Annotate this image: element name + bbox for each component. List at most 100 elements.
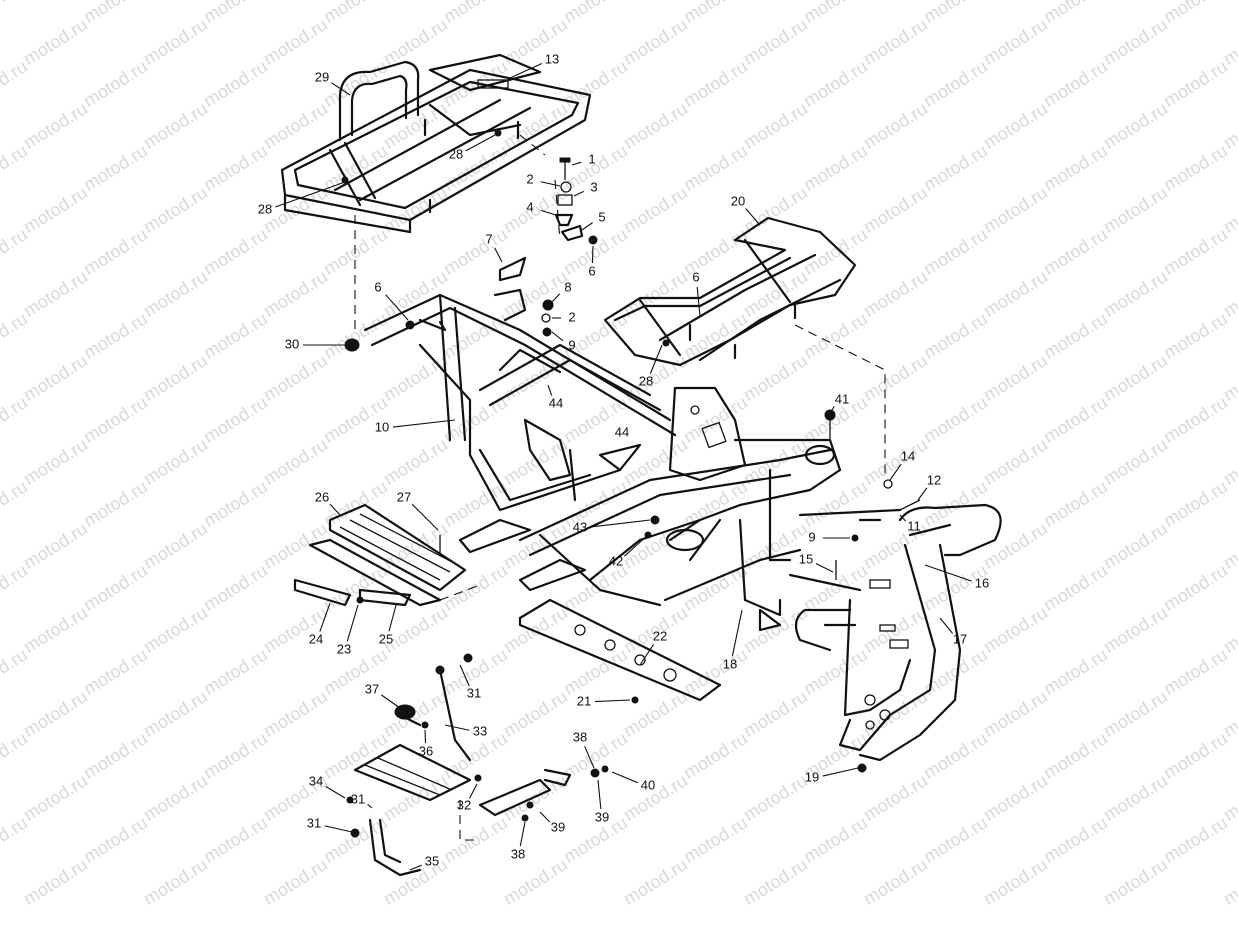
leader-c9a [551, 331, 564, 342]
callout-c6c: 6 [692, 269, 699, 284]
callout-c41: 41 [835, 391, 849, 406]
leader-c11 [899, 514, 907, 522]
callout-c28c: 28 [639, 373, 653, 388]
leader-c6b [385, 294, 409, 321]
callout-c4: 4 [526, 199, 533, 214]
callout-c15: 15 [799, 551, 813, 566]
callout-c39b: 39 [551, 819, 565, 834]
callout-c36: 36 [419, 743, 433, 758]
callout-c16: 16 [975, 575, 989, 590]
leader-c41 [831, 406, 835, 411]
leader-c35 [409, 864, 422, 871]
leader-c40 [611, 771, 638, 784]
leader-c31c [324, 825, 353, 833]
callout-c11: 11 [907, 518, 921, 533]
leader-c1 [571, 161, 582, 166]
callout-c35: 35 [425, 853, 439, 868]
callout-c14: 14 [901, 448, 915, 463]
leader-c21 [594, 699, 631, 703]
callout-c44a: 44 [549, 395, 563, 410]
leader-c6a [591, 245, 594, 264]
leader-c43 [590, 519, 651, 528]
leader-c24 [319, 602, 331, 632]
callout-c2a: 2 [526, 171, 533, 186]
callout-c38a: 38 [573, 729, 587, 744]
callout-c10: 10 [375, 419, 389, 434]
main-frame [363, 288, 902, 632]
callout-c32: 32 [457, 797, 471, 812]
leader-c8 [551, 293, 561, 303]
callout-c25: 25 [379, 631, 393, 646]
leader-c22 [639, 644, 655, 666]
callout-c23: 23 [337, 641, 351, 656]
callout-c40: 40 [641, 777, 655, 792]
leader-lines [275, 63, 972, 871]
leader-c37 [380, 694, 401, 709]
leader-c44a [547, 384, 553, 396]
callout-c30: 30 [285, 336, 299, 351]
leader-c29 [331, 82, 351, 96]
callout-c6a: 6 [588, 263, 595, 278]
front-rack [603, 216, 857, 367]
callout-c1: 1 [588, 151, 595, 166]
callout-c19: 19 [805, 769, 819, 784]
leader-c10 [392, 419, 456, 428]
callout-c42: 42 [609, 553, 623, 568]
leader-c14 [889, 463, 902, 481]
skid-plate [518, 598, 722, 702]
callout-c13: 13 [545, 51, 559, 66]
callout-c28b: 28 [258, 201, 272, 216]
callout-c37: 37 [365, 681, 379, 696]
leader-c26 [329, 503, 341, 516]
callout-c44b: 44 [615, 424, 629, 439]
callout-c31a: 31 [467, 685, 481, 700]
callout-c21: 21 [577, 693, 591, 708]
callout-c9a: 9 [568, 337, 575, 352]
leader-c15 [815, 563, 834, 573]
callout-c8: 8 [564, 279, 571, 294]
callout-c34: 34 [309, 773, 323, 788]
callout-c22: 22 [653, 628, 667, 643]
callout-c28a: 28 [449, 146, 463, 161]
leader-c17 [939, 617, 954, 634]
leader-c12 [917, 487, 928, 501]
callout-c12: 12 [927, 472, 941, 487]
callout-c20: 20 [731, 193, 745, 208]
leader-c32 [469, 783, 478, 799]
hardware [341, 129, 921, 838]
callout-c24: 24 [309, 631, 323, 646]
assembly-lines [354, 134, 886, 841]
callout-c43: 43 [573, 519, 587, 534]
callout-c6b: 6 [374, 279, 381, 294]
callout-c31c: 31 [307, 815, 321, 830]
callout-c26: 26 [315, 489, 329, 504]
rear-rack [280, 53, 592, 234]
leader-c28c [649, 344, 663, 374]
leader-c4 [540, 209, 557, 216]
callout-c17: 17 [953, 631, 967, 646]
leader-c5 [581, 222, 593, 231]
leader-c27 [411, 503, 439, 531]
leader-c28a [465, 134, 496, 152]
leader-c19 [822, 767, 859, 777]
leader-c34 [325, 785, 346, 799]
callout-c7: 7 [485, 231, 492, 246]
leader-c18 [731, 609, 743, 657]
leader-c23 [346, 604, 359, 642]
leader-c6c [696, 286, 701, 317]
callout-c39a: 39 [595, 809, 609, 824]
leader-c2a [540, 181, 561, 187]
leader-c33 [444, 724, 470, 731]
leader-c25 [388, 604, 397, 632]
callout-c38b: 38 [511, 846, 525, 861]
right-footrest [353, 668, 572, 877]
leader-c3 [573, 190, 585, 197]
leader-c31a [459, 664, 470, 687]
callout-c5: 5 [598, 209, 605, 224]
leader-c38b [519, 821, 526, 847]
callout-c31b: 31 [351, 791, 365, 806]
leader-c38a [584, 745, 595, 769]
callout-c3: 3 [590, 179, 597, 194]
